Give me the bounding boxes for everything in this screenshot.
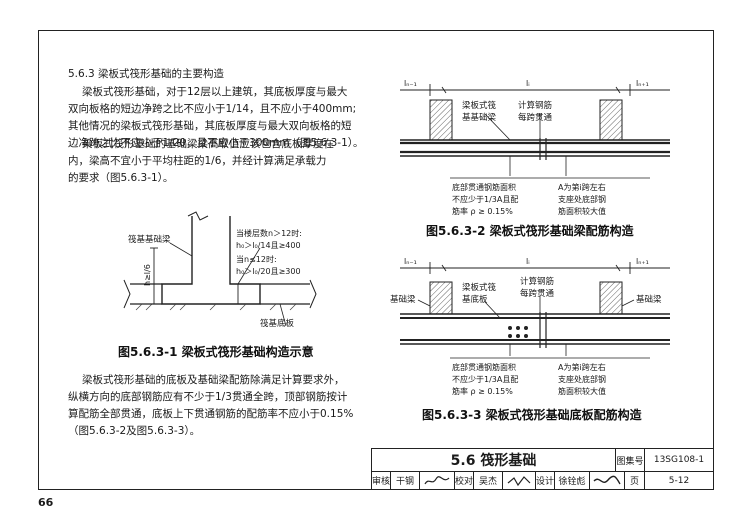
fig3-rebar-dots (508, 326, 528, 338)
fig2-label-rebar-a: 计算钢筋 (518, 100, 552, 111)
fig2-note-right-1: A为第i跨左右 (558, 182, 606, 192)
designer-name: 徐铨彪 (554, 471, 590, 490)
fig3-note-left-2: 不应少于1/3A且配 (452, 374, 518, 384)
fig1-label-beam: 筏基基础梁 (128, 234, 171, 245)
fig2-caption: 图5.6.3-2 梁板式筏形基础梁配筋构造 (426, 224, 634, 238)
fig3-label-beam-right: 基础梁 (636, 294, 662, 305)
para2-line: 的要求（图5.6.3-1）。 (68, 172, 174, 184)
para3-rest: 纵横方向的底部钢筋应有不少于1/3贯通全跨，顶部钢筋按计 算配筋全部贯通，底板上… (68, 389, 353, 440)
fig2-column-left (429, 99, 453, 141)
reviewer-signature (419, 471, 455, 490)
checker-signature-icon (507, 475, 531, 486)
fig1-hatch (135, 303, 297, 311)
fig3-drawing: lₙ₋₁ lᵢ lₙ₊₁ 基础梁 基础梁 梁板式筏 基底板 计算钢筋 每跨贯通 … (390, 257, 670, 396)
section-heading: 5.6.3 梁板式筏形基础的主要构造 (68, 68, 225, 80)
para2-line: 梁板式筏形基础的基础梁梁高取值应该包含底板厚度在 (82, 138, 334, 150)
reviewer-signature-icon (424, 475, 450, 484)
fig1-caption: 图5.6.3-1 梁板式筏形基础构造示意 (118, 345, 314, 359)
fig3-label-slab-a: 梁板式筏 (462, 282, 497, 293)
fig3-span-right: lₙ₊₁ (636, 257, 649, 266)
fig1-break-left (123, 279, 131, 309)
designer-signature-icon (593, 475, 621, 484)
page-label: 页 (624, 471, 645, 490)
para1-line: 边净跨之比不应小于1/20，且不应小于300mm（图5.6.3-1）。 (68, 137, 364, 149)
para2-rest: 内，梁高不宜小于平均柱距的1/6，并经计算满足承载力 的要求（图5.6.3-1）… (68, 153, 326, 187)
fig3-note-right-2: 支座处底部钢 (558, 374, 606, 384)
fig3-note-left-3: 筋率 ρ ≥ 0.15% (452, 386, 513, 396)
para1-line: 梁板式筏形基础，对于12层以上建筑，其底板厚度与最大 (82, 86, 348, 98)
designer-signature (589, 471, 625, 490)
fig1-cond1: 当楼层数n＞12时: (236, 228, 302, 238)
reviewer-name: 干钢 (390, 471, 420, 490)
fig3-label-slab-b: 基底板 (462, 294, 488, 305)
fig2-label-beam-b: 基基础梁 (462, 112, 497, 123)
fig1-leader-beam (169, 242, 193, 257)
fig3-beam-left (429, 281, 453, 315)
fig2-label-beam-a: 梁板式筏 (462, 100, 497, 111)
fig3-span-mid: lᵢ (526, 257, 530, 266)
fig3-label-rebar-b: 每跨贯通 (520, 288, 555, 299)
para1: 梁板式筏形基础，对于12层以上建筑，其底板厚度与最大 (82, 84, 347, 101)
title-block: 5.6 筏形基础 图集号 13SG108-1 审核 干钢 校对 吴杰 设计 徐铨… (371, 448, 714, 490)
fig3-span-left: lₙ₋₁ (404, 257, 417, 266)
para2: 梁板式筏形基础的基础梁梁高取值应该包含底板厚度在 (82, 136, 334, 153)
fig2-label-rebar-b: 每跨贯通 (518, 112, 553, 123)
fig1-leader-cond (237, 247, 261, 285)
fig3-note-right-1: A为第i跨左右 (558, 362, 606, 372)
atlas-label: 图集号 (615, 448, 645, 472)
fig1-height-label: h≥l/6 (143, 264, 152, 286)
fig1-cond2: 当n≤12时: (236, 254, 277, 264)
para3-line: 算配筋全部贯通，底板上下贯通钢筋的配筋率不应小于0.15% (68, 408, 354, 420)
fig3-label-rebar-a: 计算钢筋 (520, 276, 554, 287)
para1-line: 双向板格的短边净跨之比不应小于1/14，且不应小于400mm; (68, 103, 357, 115)
fig1-drawing: h≥l/6 筏基基础梁 筏基底板 当楼层数n＞12时: h₀＞l₀/14且≥40… (123, 211, 317, 329)
fig2-note-left-3: 筋率 ρ ≥ 0.15% (452, 206, 513, 216)
fig1-cond1-val: h₀＞l₀/14且≥400 (236, 241, 301, 250)
title-block-title: 5.6 筏形基础 (371, 448, 616, 472)
para3-line: 纵横方向的底部钢筋应有不少于1/3贯通全跨，顶部钢筋按计 (68, 391, 348, 403)
fig3-label-beam-left: 基础梁 (390, 294, 416, 305)
check-label: 校对 (454, 471, 474, 490)
review-label: 审核 (371, 471, 391, 490)
sheet-page-number: 5-12 (644, 471, 714, 490)
fig2-note-left-1: 底部贯通钢筋面积 (452, 182, 516, 192)
para1-line: 其他情况的梁板式筏形基础，其底板厚度与最大双向板格的短 (68, 120, 352, 132)
design-label: 设计 (535, 471, 555, 490)
fig2-column-right (599, 99, 623, 141)
para3-line: （图5.6.3-2及图5.6.3-3）。 (68, 425, 201, 437)
fig1-cond2-val: h₀＞l₀/20且≥300 (236, 267, 301, 276)
fig3-note-right-3: 筋面积较大值 (558, 386, 606, 396)
fig1-leader-slab (279, 303, 287, 327)
fig3-note-left-1: 底部贯通钢筋面积 (452, 362, 516, 372)
fig1-break-right (309, 279, 317, 309)
fig2-note-right-2: 支座处底部钢 (558, 194, 606, 204)
para3-line: 梁板式筏形基础的底板及基础梁配筋除满足计算要求外， (82, 374, 345, 386)
fig2-span-left: lₙ₋₁ (404, 79, 417, 88)
para1-rest: 双向板格的短边净跨之比不应小于1/14，且不应小于400mm; 其他情况的梁板式… (68, 101, 364, 152)
page-number: 66 (38, 496, 54, 509)
fig2-note-right-3: 筋面积较大值 (558, 206, 606, 216)
fig2-leader-beam (484, 113, 511, 141)
fig3-caption: 图5.6.3-3 梁板式筏形基础底板配筋构造 (422, 408, 642, 422)
fig2-drawing: lₙ₋₁ lᵢ lₙ₊₁ 梁板式筏 基基础梁 计算钢筋 每跨贯通 底部贯通钢筋面… (400, 79, 670, 216)
fig3-beam-right (599, 281, 623, 315)
fig2-note-left-2: 不应少于1/3A且配 (452, 194, 518, 204)
fig2-span-mid: lᵢ (526, 79, 530, 88)
fig2-span-right: lₙ₊₁ (636, 79, 649, 88)
atlas-number: 13SG108-1 (644, 448, 714, 472)
checker-signature (502, 471, 536, 490)
para3: 梁板式筏形基础的底板及基础梁配筋除满足计算要求外， (82, 372, 345, 389)
fig1-label-slab: 筏基底板 (260, 318, 295, 329)
fig1-break-top (187, 211, 209, 221)
para2-line: 内，梁高不宜小于平均柱距的1/6，并经计算满足承载力 (68, 155, 327, 167)
checker-name: 吴杰 (473, 471, 503, 490)
